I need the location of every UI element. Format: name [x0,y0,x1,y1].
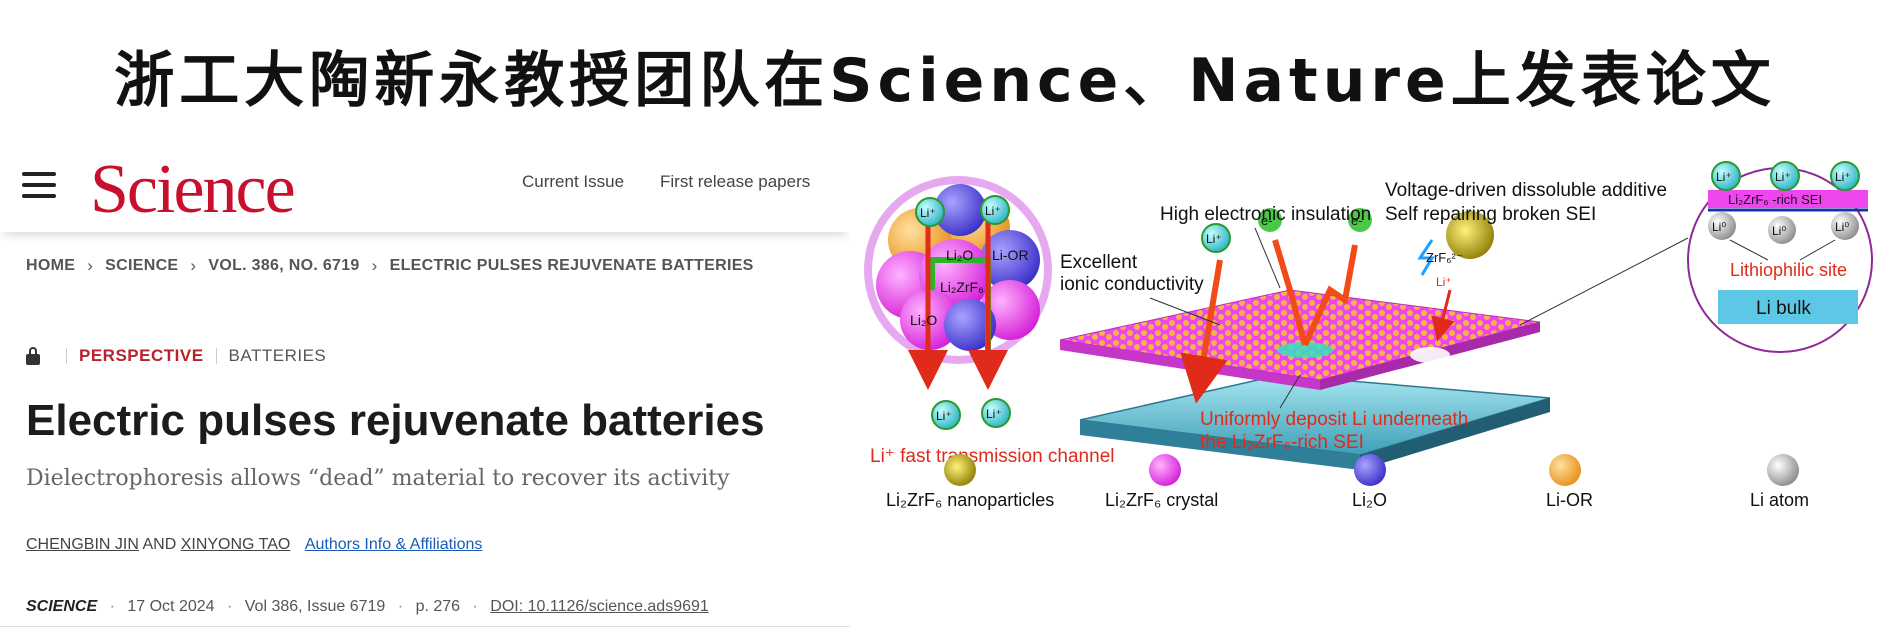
label-li2o-top: Li₂O [946,247,973,263]
citation-volume: Vol 386, Issue 6719 [244,598,386,615]
electron-paths: e- e- [1258,208,1372,347]
legend-label: Li₂ZrF₆ nanoparticles [886,490,1054,510]
article-panel: Science Current Issue First release pape… [0,148,850,630]
breadcrumb-science[interactable]: SCIENCE [105,257,179,274]
citation-journal: SCIENCE [26,598,98,615]
svg-text:Li⁺: Li⁺ [1716,170,1732,184]
label-uniform-1: Uniformly deposit Li underneath [1200,409,1468,430]
svg-text:Li⁰: Li⁰ [1772,224,1786,238]
authors-affiliations-link[interactable]: Authors Info & Affiliations [304,536,483,553]
authors-line: CHENGBIN JIN AND XINYONG TAO Authors Inf… [26,536,482,554]
svg-text:Li⁺: Li⁺ [1775,170,1791,184]
label-excellent: Excellent [1060,252,1138,273]
schematic-figure: Li₂O Li-OR Li₂ZrF₆ Li₂O Li⁺ Li⁺ Li⁺ Li⁺ … [860,150,1890,630]
authors-and: AND [142,536,177,553]
citation-date: 17 Oct 2024 [127,598,215,615]
label-zrf6: ZrF₆²⁻ [1426,250,1463,265]
svg-text:Li⁺: Li⁺ [1206,232,1222,246]
label-fast-channel: Li⁺ fast transmission channel [870,446,1114,467]
site-header: Science Current Issue First release pape… [0,148,850,232]
label-lithiophilic: Lithiophilic site [1730,260,1847,280]
article-title: Electric pulses rejuvenate batteries [26,396,765,445]
label-self-repair: Self repairing broken SEI [1385,204,1596,225]
svg-text:Li⁺: Li⁺ [1835,170,1851,184]
label-li2o-bottom: Li₂O [910,312,937,328]
chevron-right-icon: › [371,256,378,275]
nav-first-release-papers[interactable]: First release papers [660,172,811,191]
divider [0,626,850,627]
article-type[interactable]: PERSPECTIVE [79,346,204,365]
legend-label: Li-OR [1546,490,1593,510]
author-link[interactable]: XINYONG TAO [180,536,291,553]
lock-icon [26,347,40,365]
label-voltage: Voltage-driven dissoluble additive [1385,180,1667,201]
schematic-svg: Li₂O Li-OR Li₂ZrF₆ Li₂O Li⁺ Li⁺ Li⁺ Li⁺ … [864,161,1873,510]
svg-text:Li⁺: Li⁺ [986,407,1002,421]
breadcrumb-home[interactable]: HOME [26,257,76,274]
breadcrumb-current: ELECTRIC PULSES REJUVENATE BATTERIES [389,257,754,274]
svg-text:Li⁺: Li⁺ [985,204,1001,218]
chevron-right-icon: › [190,256,197,275]
label-e-right: e- [1351,213,1363,228]
label-ionic: ionic conductivity [1060,274,1204,295]
label-li2zrf6: Li₂ZrF₆ [940,279,984,295]
li-ion-center: Li⁺ [1180,223,1231,404]
breadcrumb-volume[interactable]: VOL. 386, NO. 6719 [208,257,360,274]
article-subtitle: Dielectrophoresis allows “dead” material… [26,466,730,491]
legend-label: Li atom [1750,490,1809,510]
author-link[interactable]: CHENGBIN JIN [26,536,139,553]
svg-text:Li⁺: Li⁺ [936,409,952,423]
zoom-circle-right: Li₂ZrF₆ -rich SEI Li⁺ Li⁺ Li⁺ Li⁰ Li⁰ Li… [1687,161,1873,353]
svg-text:Li⁺: Li⁺ [920,206,936,220]
legend-label: Li₂O [1352,490,1387,510]
article-category: PERSPECTIVE BATTERIES [26,346,326,366]
divider [215,348,217,364]
banner-title: 浙工大陶新永教授团队在Science、Nature上发表论文 [114,45,1776,116]
divider [66,348,67,364]
breadcrumb: HOME › SCIENCE › VOL. 386, NO. 6719 › EL… [26,256,754,276]
svg-text:Li⁺: Li⁺ [1436,275,1452,289]
label-e-left: e- [1261,213,1273,228]
science-logo[interactable]: Science [90,151,296,228]
zoom-circle-left: Li₂O Li-OR Li₂ZrF₆ Li₂O [864,176,1052,390]
label-li-or: Li-OR [992,247,1029,263]
li-ions-left: Li⁺ Li⁺ Li⁺ Li⁺ [915,195,1011,430]
svg-text:Li⁰: Li⁰ [1835,220,1849,234]
label-insulation: High electronic insulation [1160,204,1371,225]
zrf6-nanoparticle: ZrF₆²⁻ Li⁺ [1417,211,1494,342]
article-section[interactable]: BATTERIES [228,346,327,365]
chevron-right-icon: › [87,256,94,275]
label-rich-sei: Li₂ZrF₆ -rich SEI [1728,192,1822,207]
legend-label: Li₂ZrF₆ crystal [1105,490,1218,510]
citation-page: p. 276 [415,598,461,615]
citation-line: SCIENCE · 17 Oct 2024 · Vol 386, Issue 6… [26,598,709,615]
label-li-bulk: Li bulk [1756,298,1811,319]
banner: 浙工大陶新永教授团队在Science、Nature上发表论文 [0,0,1890,150]
citation-doi-link[interactable]: DOI: 10.1126/science.ads9691 [490,598,709,615]
nav-current-issue[interactable]: Current Issue [522,172,625,191]
label-uniform-2: the Li₂ZrF₆-rich SEI [1200,432,1364,453]
hamburger-menu-icon[interactable] [22,172,56,202]
svg-text:Li⁰: Li⁰ [1712,220,1726,234]
figure-legend: Li₂ZrF₆ nanoparticles Li₂ZrF₆ crystal Li… [886,454,1809,510]
